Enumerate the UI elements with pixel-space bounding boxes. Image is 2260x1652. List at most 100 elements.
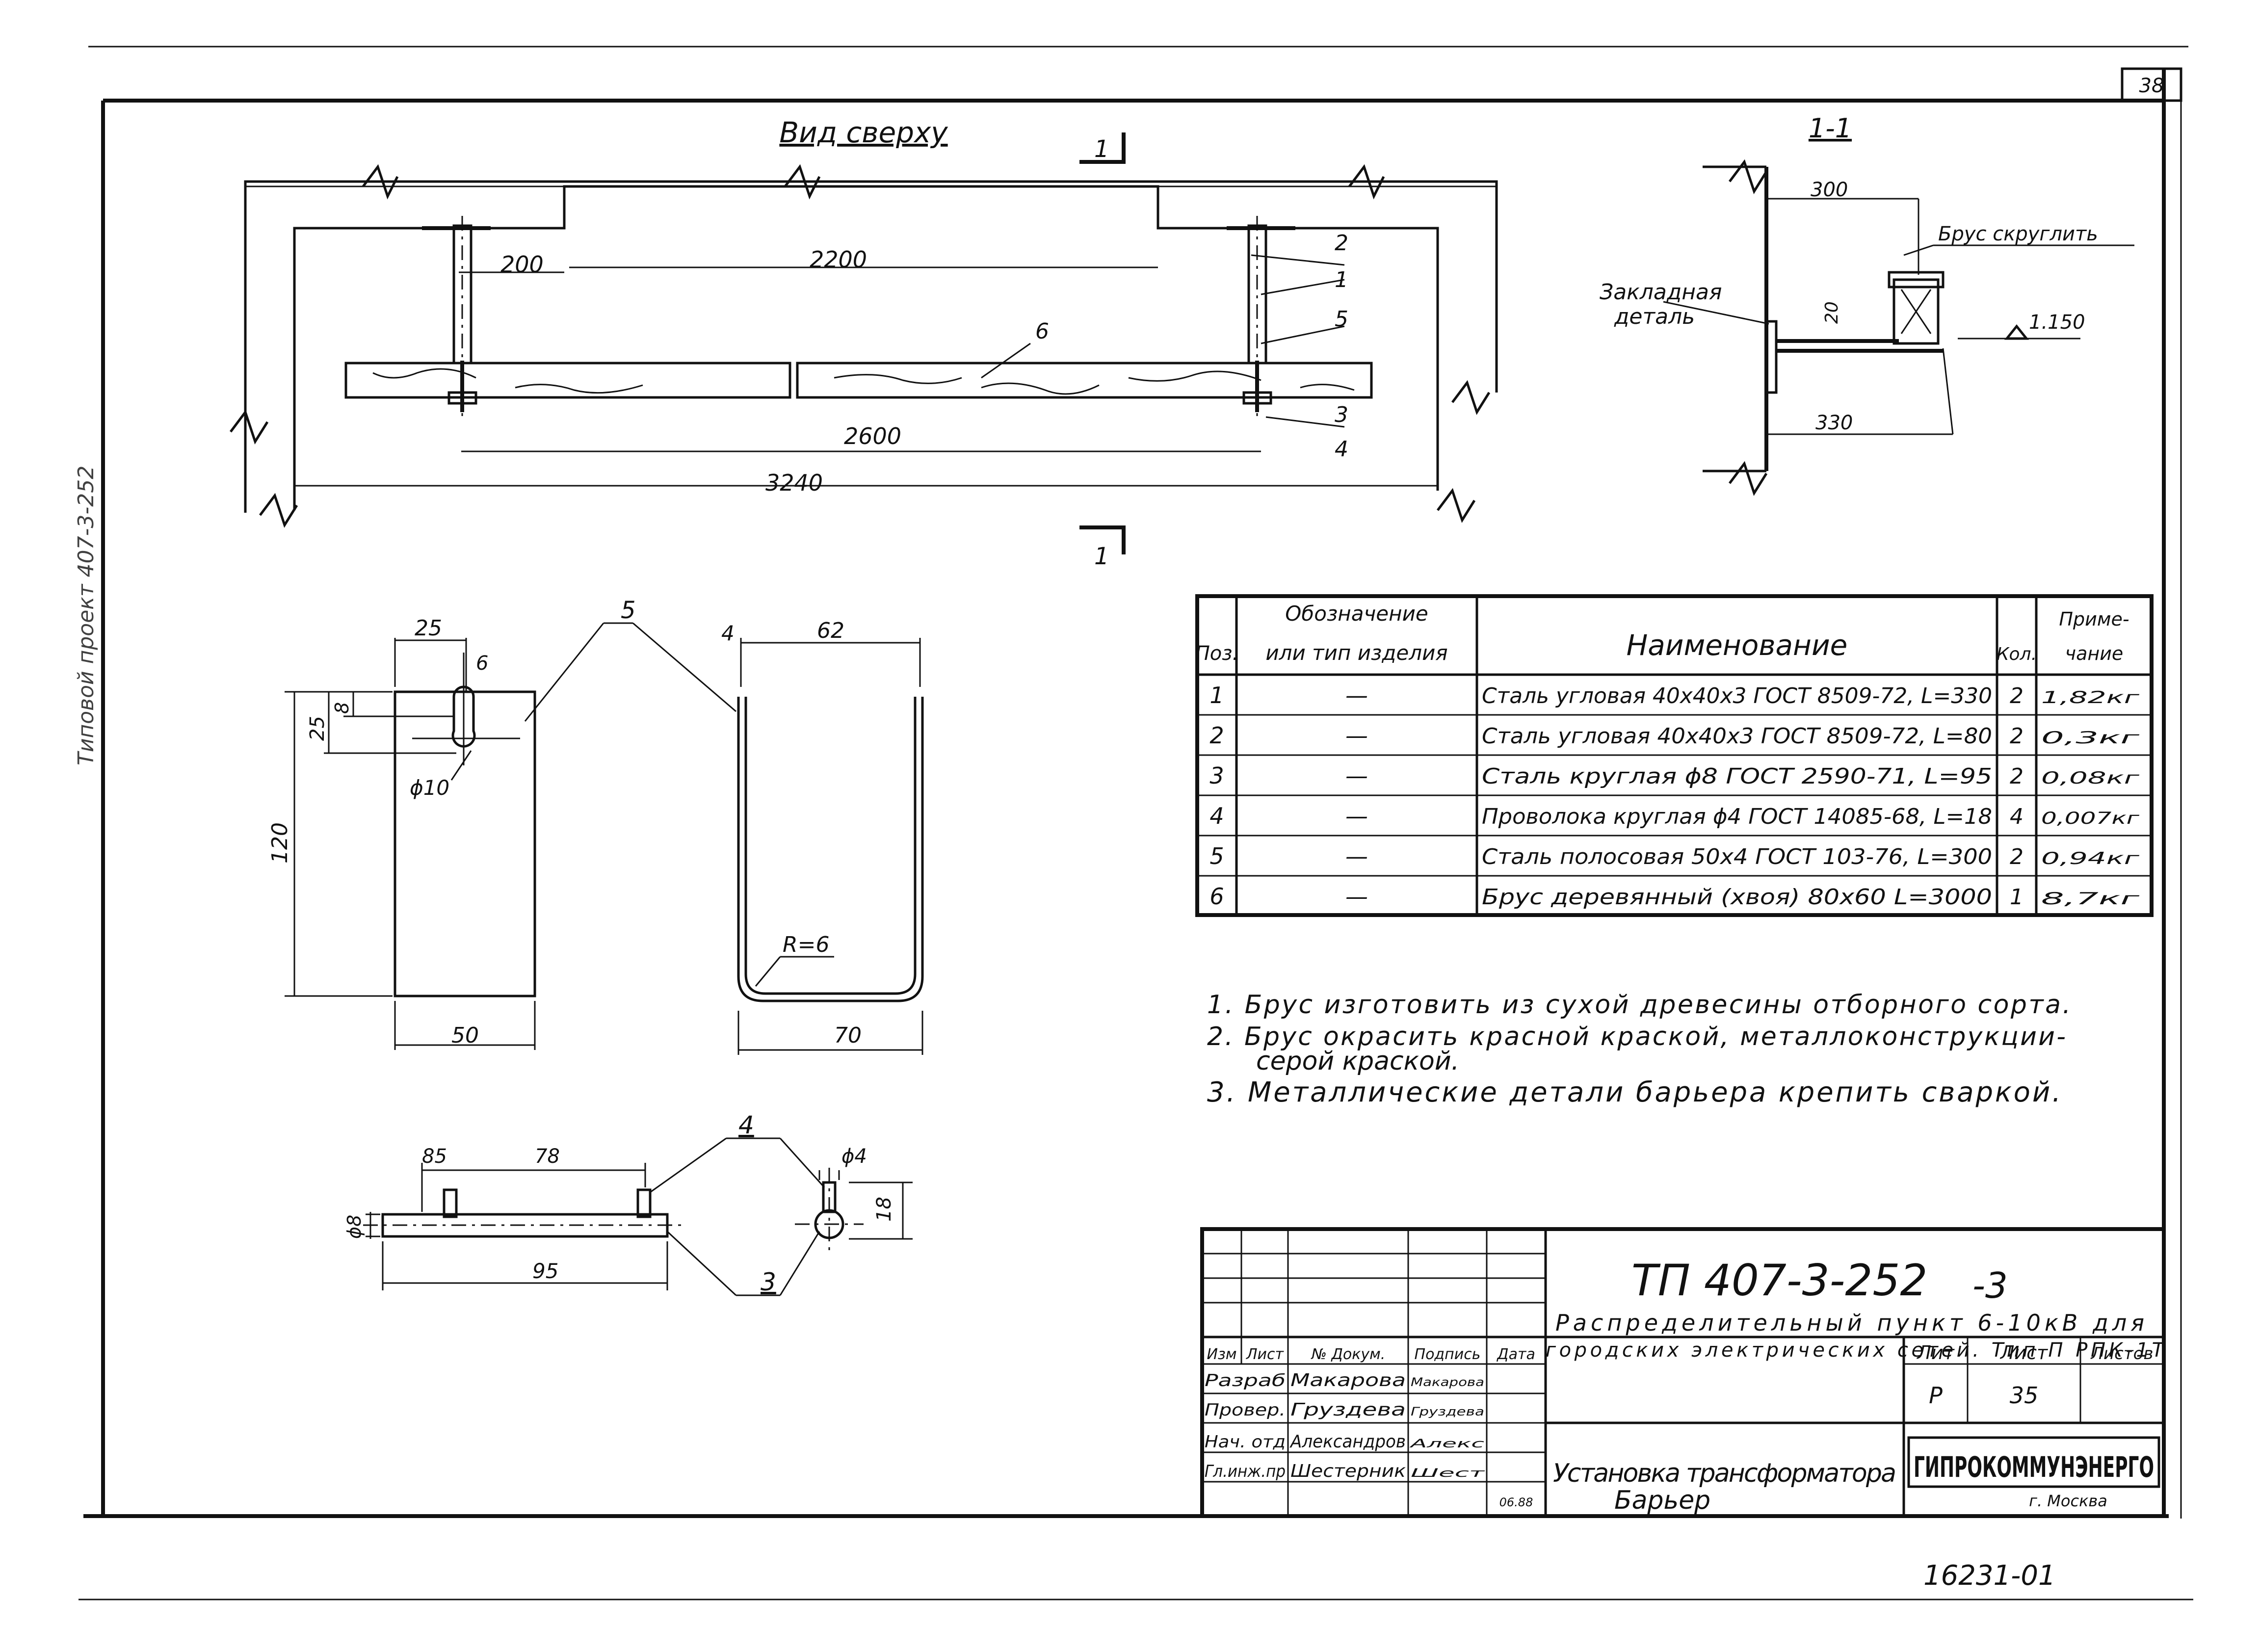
th-note-1: Приме- xyxy=(2059,608,2129,630)
note-2: 2. Брус окрасить красной краской, металл… xyxy=(1207,1022,2066,1051)
cell-name: Сталь угловая 40х40х3 ГОСТ 8509-72, L=80 xyxy=(1482,724,1992,749)
plate-detail xyxy=(285,622,736,1050)
col-date: Дата xyxy=(1496,1346,1535,1363)
dim-18: 18 xyxy=(873,1197,895,1222)
role-name: Макарова xyxy=(1290,1370,1406,1390)
section-mark-top: 1 xyxy=(1094,135,1109,163)
role-signature: Шест xyxy=(1411,1466,1485,1480)
th-designation-2: или тип изделия xyxy=(1265,641,1447,665)
section-1-1: 1-1 xyxy=(1663,113,2134,496)
dim-2600: 2600 xyxy=(844,423,901,449)
cell-pos: 5 xyxy=(1209,843,1224,869)
stage-label: Лит xyxy=(1916,1342,1955,1364)
spec-table xyxy=(1195,594,2154,917)
col-izm: Изм xyxy=(1207,1346,1236,1363)
top-view: Вид сверху xyxy=(230,116,1498,554)
role-label: Нач. отд xyxy=(1205,1432,1286,1452)
doc-code: ТП 407-3-252 xyxy=(1631,1255,1927,1306)
section-title: 1-1 xyxy=(1809,113,1852,144)
callout-2: 2 xyxy=(1335,231,1348,256)
cell-designation: — xyxy=(1345,722,1368,749)
sheets-label: Листов xyxy=(2090,1344,2153,1364)
sheet-value: 35 xyxy=(2010,1382,2039,1409)
cell-name: Брус деревянный (хвоя) 80х60 L=3000 xyxy=(1482,885,1992,910)
project-title-2: городских электрических сетей. Тип П РПК… xyxy=(1546,1339,2166,1362)
col-doc: № Докум. xyxy=(1311,1346,1386,1363)
section-mark-bottom: 1 xyxy=(1094,543,1109,570)
cell-note: 0,3кг xyxy=(2041,728,2140,748)
callout-3: 3 xyxy=(1335,402,1348,427)
cell-note: 1,82кг xyxy=(2041,688,2140,708)
cell-pos: 1 xyxy=(1209,682,1224,708)
note-3: 3. Металлические детали барьера крепить … xyxy=(1207,1076,2061,1108)
dim-6: 6 xyxy=(476,652,488,675)
stage-value: Р xyxy=(1929,1382,1943,1409)
callout-4-pin: 4 xyxy=(738,1111,754,1139)
dim-4: 4 xyxy=(721,621,735,645)
dim-95: 95 xyxy=(532,1259,558,1283)
sign-date: 06.88 xyxy=(1499,1495,1533,1509)
dim-70: 70 xyxy=(834,1023,862,1048)
col-list: Лист xyxy=(1246,1346,1285,1363)
org-city: г. Москва xyxy=(2029,1492,2107,1510)
role-name: Шестерник xyxy=(1290,1461,1406,1481)
callout-5-detail: 5 xyxy=(621,597,636,624)
dim-dia8: ϕ8 xyxy=(343,1215,365,1239)
top-view-title: Вид сверху xyxy=(779,116,948,149)
callout-3-pin: 3 xyxy=(761,1268,776,1296)
project-title-1: Распределительный пункт 6-10кВ для xyxy=(1555,1310,2144,1336)
callout-1: 1 xyxy=(1335,267,1348,292)
cell-designation: — xyxy=(1345,682,1368,708)
sheet-name-1: Установка трансформатора xyxy=(1553,1459,1896,1488)
col-sign: Подпись xyxy=(1415,1346,1481,1363)
dim-20: 20 xyxy=(1822,301,1842,324)
title-block xyxy=(1200,1227,2166,1518)
dim-85: 85 xyxy=(422,1145,447,1168)
cell-name: Проволока круглая ϕ4 ГОСТ 14085-68, L=18 xyxy=(1482,804,1992,829)
left-margin-text: Типовой проект 407-3-252 xyxy=(74,466,99,765)
role-signature: Макарова xyxy=(1411,1375,1484,1389)
role-signature: Груздева xyxy=(1411,1405,1484,1418)
cell-designation: — xyxy=(1345,843,1368,869)
cell-name: Сталь полосовая 50х4 ГОСТ 103-76, L=300 xyxy=(1482,844,1992,869)
dim-r6: R=6 xyxy=(783,932,829,957)
cell-designation: — xyxy=(1345,762,1368,789)
cell-qty: 4 xyxy=(2010,804,2023,829)
org-name: ГИПРОКОММУНЭНЕРГО xyxy=(1914,1450,2154,1484)
role-label: Гл.инж.пр xyxy=(1205,1462,1286,1481)
dim-25-side: 25 xyxy=(306,716,329,741)
cell-qty: 2 xyxy=(2010,844,2023,869)
role-label: Разраб xyxy=(1205,1371,1286,1390)
role-signature: Алекс xyxy=(1409,1437,1484,1450)
callout-4: 4 xyxy=(1335,437,1348,462)
dim-dia4: ϕ4 xyxy=(841,1145,867,1168)
cell-designation: — xyxy=(1345,883,1368,910)
dim-62: 62 xyxy=(817,618,844,643)
th-qty: Кол. xyxy=(1997,644,2037,664)
cell-note: 8,7кг xyxy=(2041,889,2140,909)
cell-pos: 3 xyxy=(1209,762,1224,789)
dim-300: 300 xyxy=(1811,179,1848,201)
bar-round-label: Брус скруглить xyxy=(1938,223,2098,245)
th-name: Наименование xyxy=(1627,629,1848,662)
bottom-number: 16231-01 xyxy=(1923,1560,2056,1592)
cell-note: 0,94кг xyxy=(2041,849,2140,868)
dim-120: 120 xyxy=(267,822,292,864)
dim-25-top: 25 xyxy=(415,616,442,641)
dim-3240: 3240 xyxy=(765,470,823,496)
role-name: Груздева xyxy=(1290,1400,1406,1420)
note-2-cont: серой краской. xyxy=(1256,1047,1459,1076)
spec-rows: 1 — Сталь угловая 40х40х3 ГОСТ 8509-72, L=… xyxy=(1209,682,2140,910)
cell-note: 0,08кг xyxy=(2041,768,2140,788)
callout-6: 6 xyxy=(1035,319,1049,344)
th-designation-1: Обозначение xyxy=(1285,602,1428,626)
cell-note: 0,007кг xyxy=(2041,809,2140,828)
th-note-2: чание xyxy=(2065,643,2124,664)
cell-designation: — xyxy=(1345,803,1368,829)
cell-pos: 6 xyxy=(1209,883,1224,910)
level-mark: 1.150 xyxy=(2029,311,2085,334)
sheet-number: 38 xyxy=(2139,75,2164,97)
cell-pos: 2 xyxy=(1209,722,1224,749)
note-1: 1. Брус изготовить из сухой древесины от… xyxy=(1207,990,2071,1020)
